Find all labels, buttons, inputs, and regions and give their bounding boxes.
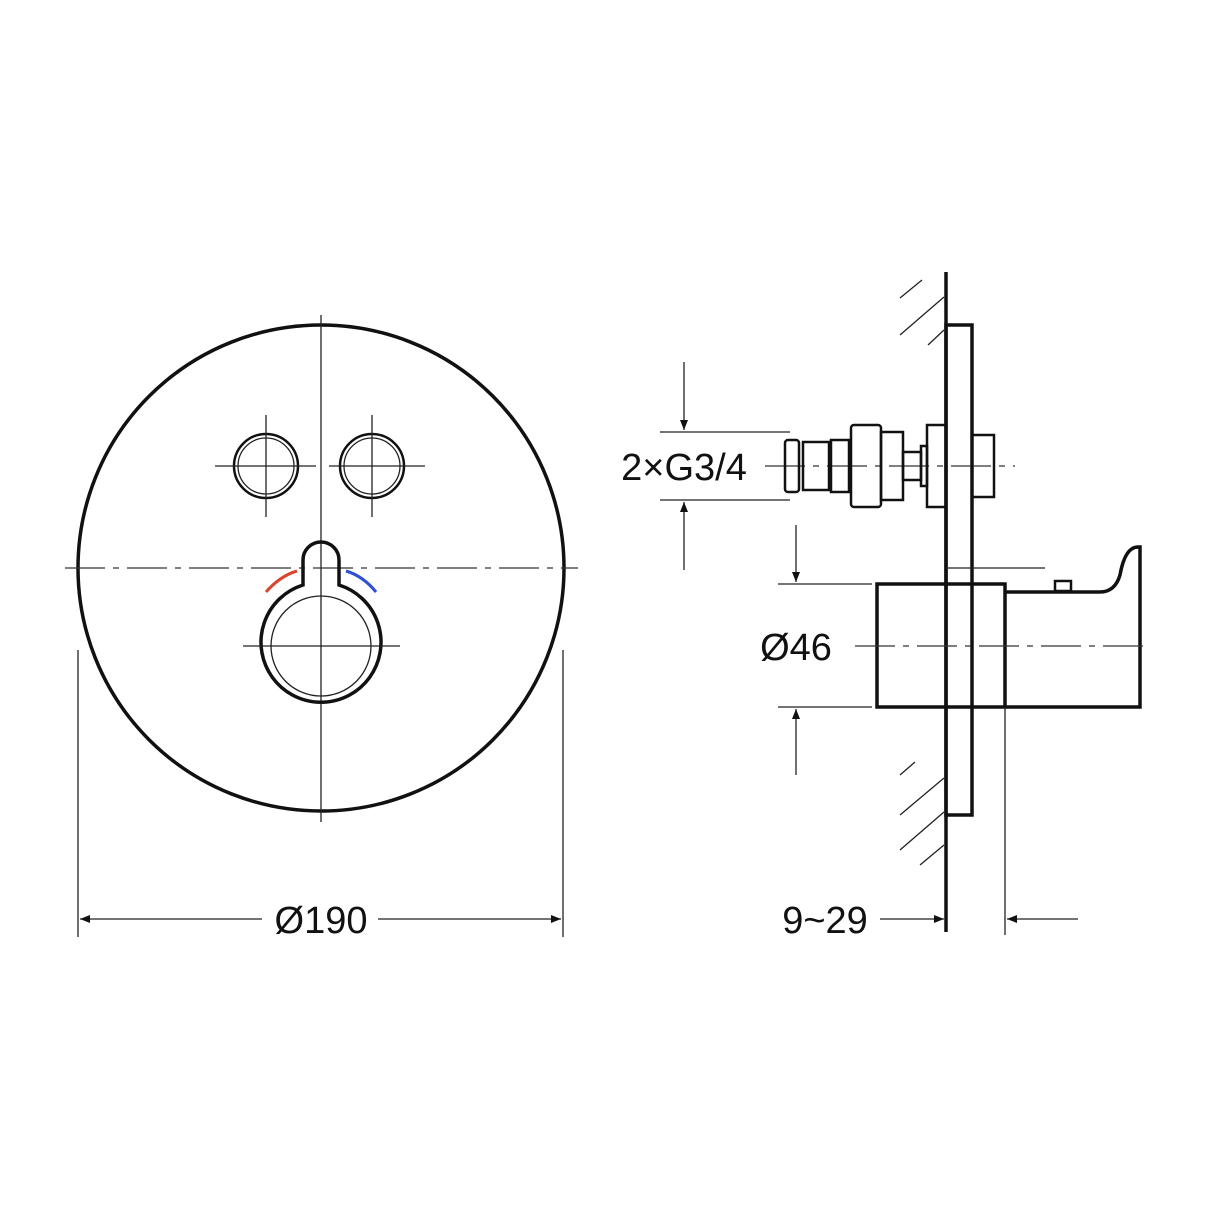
handle-side (855, 545, 1150, 935)
hot-indicator-arc (264, 569, 298, 593)
knurled-knob (970, 433, 996, 499)
projection-label: 9~29 (782, 900, 868, 942)
handle-diameter-label: Ø46 (760, 627, 832, 669)
projection-dimension: 9~29 (782, 900, 1078, 942)
temperature-knob[interactable] (243, 540, 400, 704)
connection-dimension: 2×G3/4 (621, 362, 790, 570)
diameter-label: Ø190 (275, 900, 368, 942)
handle-diameter-dimension: Ø46 (760, 525, 872, 775)
wall-hatching (899, 279, 945, 866)
cover-plate-side (944, 323, 974, 817)
button-right[interactable] (329, 415, 425, 517)
button-left[interactable] (215, 415, 316, 517)
side-view: 2×G3/4 Ø46 9~29 (621, 272, 1150, 942)
front-view: Ø190 (65, 315, 578, 942)
diameter-dimension: Ø190 (77, 650, 564, 942)
connection-label: 2×G3/4 (621, 447, 747, 489)
connector (765, 423, 1015, 509)
cold-indicator-arc (345, 569, 378, 593)
